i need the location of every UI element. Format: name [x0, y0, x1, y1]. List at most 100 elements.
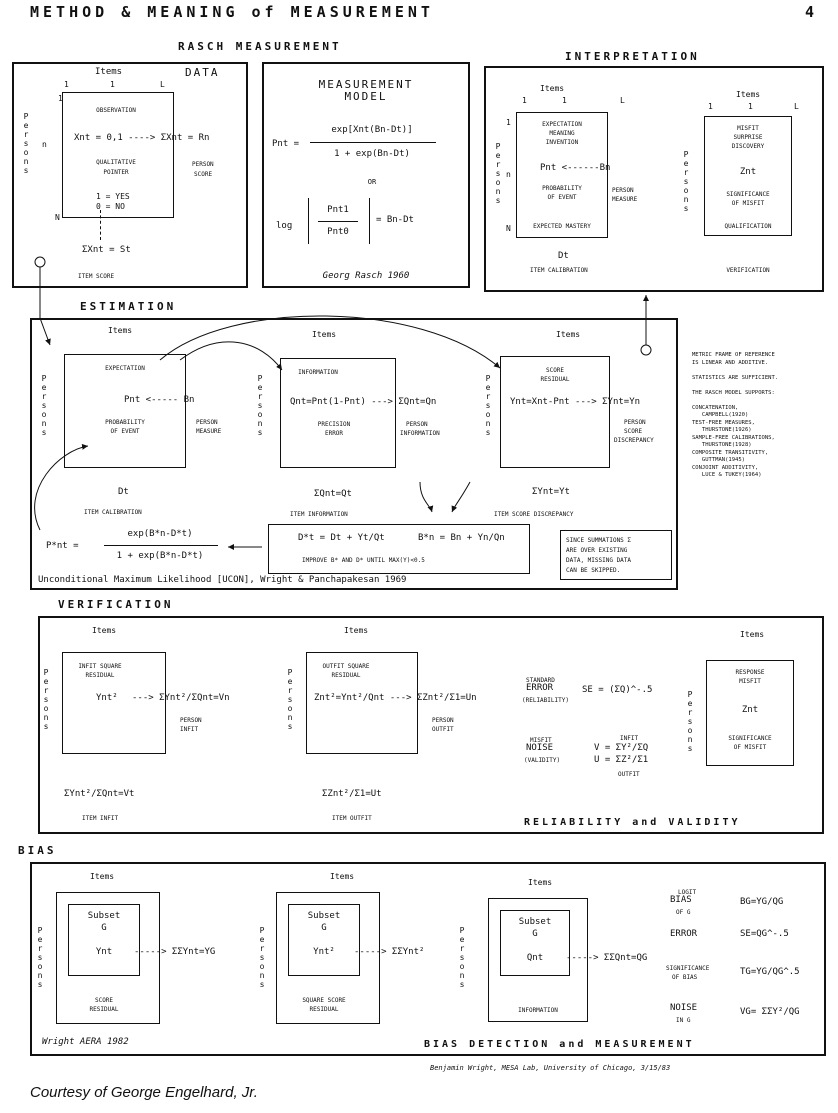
- information-matrix: [280, 358, 396, 468]
- person-index: n: [42, 140, 47, 149]
- no-label: 0 = NO: [96, 202, 125, 211]
- misfit-label: MISFIT: [530, 737, 552, 744]
- ynt-squared-label: Ynt²: [313, 947, 335, 957]
- residual-matrix: [500, 356, 610, 468]
- ynt-label: Ynt: [95, 947, 113, 957]
- bias-panel: [30, 862, 826, 1056]
- pnt-arrow: Pnt <------Bn: [540, 163, 611, 173]
- subset-box: [500, 910, 570, 976]
- interpretation-matrix: [516, 112, 608, 238]
- subset-label: Subset: [518, 917, 552, 927]
- or-label: OR: [367, 178, 377, 186]
- item-index: 1: [64, 80, 69, 89]
- bias-matrix-b: [276, 892, 380, 1024]
- error-label: ERROR: [324, 430, 344, 437]
- outfit-label: OUTFIT SQUARE: [322, 663, 370, 670]
- person-index: 1: [506, 118, 511, 127]
- persons-label: Persons: [41, 374, 47, 437]
- qnt-label: Qnt: [526, 953, 544, 963]
- residual-label: RESIDUAL: [540, 376, 570, 383]
- log-label: log: [276, 221, 293, 231]
- note-line: DATA, MISSING DATA: [566, 557, 632, 564]
- bias-footer: BIAS DETECTION and MEASUREMENT: [424, 1039, 695, 1050]
- update-box: [268, 524, 530, 574]
- verification-panel: [38, 616, 824, 834]
- note-line: SINCE SUMMATIONS Σ: [566, 537, 632, 544]
- of-bias-label: OF BIAS: [672, 974, 698, 981]
- expectation-label: EXPECTATION: [542, 121, 582, 128]
- xnt-equation: Xnt = 0,1 ----> ΣXnt = Rn: [74, 133, 210, 143]
- persons-label: Persons: [459, 926, 465, 989]
- infit-label: INFIT SQUARE: [78, 663, 122, 670]
- persons-label: Persons: [259, 926, 265, 989]
- note-line: COMPOSITE TRANSITIVITY,: [692, 449, 769, 456]
- persons-label: Persons: [23, 112, 29, 175]
- persons-label: Persons: [287, 668, 293, 731]
- page-number: 4: [805, 3, 819, 21]
- person-label: PERSON: [432, 717, 454, 724]
- residual-equation: Ynt=Xnt-Pnt ---> ΣYnt=Yn: [510, 397, 641, 407]
- u-equation: U = ΣZ²/Σ1: [594, 755, 649, 765]
- estimation-panel: [30, 318, 678, 590]
- discovery-label: DISCOVERY: [731, 143, 765, 150]
- surprise-label: SURPRISE: [733, 134, 763, 141]
- of-misfit-label: OF MISFIT: [733, 744, 767, 751]
- item-index: L: [794, 102, 799, 111]
- data-matrix: [62, 92, 174, 218]
- person-measure-label: PERSON: [612, 187, 634, 194]
- misfit-matrix: [704, 116, 792, 236]
- item-index: 1: [522, 96, 527, 105]
- qualification-label: QUALIFICATION: [724, 223, 772, 230]
- note-line: METRIC FRAME OF REFERENCE: [692, 352, 775, 358]
- items-label: Items: [528, 878, 553, 887]
- of-event-label: OF EVENT: [547, 194, 577, 201]
- pnt-arrow: Pnt <----- Bn: [124, 395, 195, 405]
- g-label: G: [532, 929, 538, 939]
- person-information-label: INFORMATION: [400, 430, 440, 437]
- information-label: INFORMATION: [298, 369, 338, 376]
- persons-label: Persons: [495, 142, 501, 205]
- item-index: L: [620, 96, 625, 105]
- persons-label: Persons: [43, 668, 49, 731]
- items-label: Items: [108, 326, 133, 335]
- residual-label: RESIDUAL: [85, 672, 115, 679]
- model-denominator: 1 + exp(Bn-Dt): [334, 149, 410, 159]
- note-line: THURSTONE(1926): [692, 427, 752, 433]
- log-fraction-bar: [318, 221, 358, 222]
- standard-label: STANDARD: [526, 677, 555, 684]
- fraction-bar: [310, 142, 436, 143]
- improve-label: IMPROVE B* AND D* UNTIL MAX(Y)<0.5: [302, 557, 425, 564]
- g-label: G: [101, 923, 107, 933]
- pstar-denominator: 1 + exp(B*n-D*t): [116, 551, 204, 561]
- bias-sum-equation: -----> ΣΣYnt=YG: [134, 947, 216, 957]
- response-misfit-matrix: [706, 660, 794, 766]
- log-bracket: [308, 198, 370, 244]
- validity-label: (VALIDITY): [524, 757, 561, 764]
- data-label: DATA: [185, 66, 220, 79]
- bias-matrix-c: [488, 898, 588, 1022]
- b-update: B*n = Bn + Yn/Qn: [418, 533, 505, 543]
- d-update: D*t = Dt + Yt/Qt: [298, 533, 385, 543]
- bias-se-equation: SE=QG^-.5: [740, 929, 789, 939]
- pointer-label: POINTER: [103, 169, 129, 176]
- error-label: ERROR: [526, 683, 554, 693]
- bias-information-equation: -----> ΣΣQnt=QG: [566, 953, 648, 963]
- persons-label: Persons: [687, 690, 693, 753]
- subset-label: Subset: [307, 911, 341, 921]
- information-label: INFORMATION: [518, 1007, 558, 1014]
- summation-note-box: [560, 530, 672, 580]
- item-score-discrepancy-label: ITEM SCORE DISCREPANCY: [494, 511, 574, 518]
- person-score-label: PERSON: [192, 161, 214, 168]
- item-outfit-sum: ΣZnt²/Σ1=Ut: [322, 789, 382, 799]
- person-label: PERSON: [624, 419, 646, 426]
- score-label: SCORE: [94, 997, 114, 1004]
- items-label: Items: [95, 67, 123, 77]
- in-g-label: IN G: [676, 1017, 691, 1024]
- person-label: PERSON: [180, 717, 202, 724]
- infit-matrix: [62, 652, 166, 754]
- note-line: LUCE & TUKEY(1964): [692, 472, 762, 478]
- item-outfit-label: ITEM OUTFIT: [332, 815, 372, 822]
- information-equation: Qnt=Pnt(1-Pnt) ---> ΣQnt=Qn: [290, 397, 437, 407]
- infit-equation: ---> ΣYnt²/ΣQnt=Vn: [132, 693, 230, 703]
